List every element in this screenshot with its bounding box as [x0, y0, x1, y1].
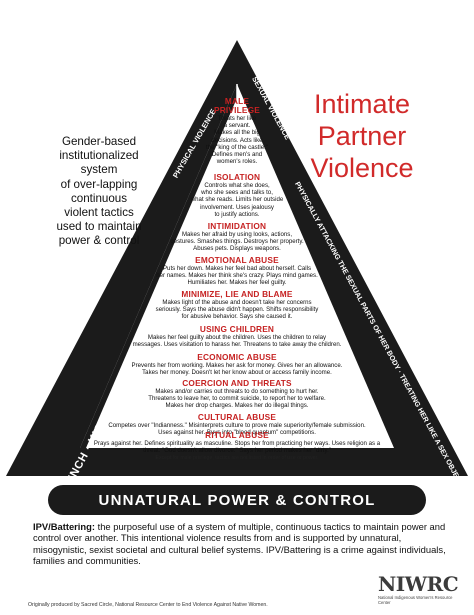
section-title: INTIMIDATION — [207, 221, 267, 231]
section-title: COERCION AND THREATS — [182, 378, 292, 388]
section-line: for abusive behavior. Says she caused it… — [181, 313, 293, 321]
section-line: the "king of the castle." — [206, 143, 268, 151]
section-line: decisions. Acts like — [211, 136, 263, 144]
section-body: Controls what she does, who she sees and… — [0, 182, 474, 218]
section-line: a servant. — [223, 122, 251, 130]
logo-subtitle: National Indigenous Women's Resource Cen… — [378, 595, 453, 605]
section-title: USING CHILDREN — [199, 324, 275, 334]
section-ritual-abuse: RITUAL ABUSE Prays against her. Defines … — [0, 430, 474, 455]
section-cultural-abuse: CULTURAL ABUSE Competes over "Indianness… — [0, 412, 474, 437]
section-line: Competes over "Indianness." Misinterpret… — [108, 422, 366, 429]
section-line: Puts her down. Makes her feel bad about … — [162, 265, 312, 272]
definition-text: the purposeful use of a system of multip… — [33, 521, 446, 567]
section-line: gestures. Smashes things. Destroys her p… — [170, 238, 304, 246]
section-line: Makes her afraid by using looks, actions… — [181, 231, 293, 238]
intro-line: Gender-based — [61, 135, 137, 148]
section-title: MALE — [224, 96, 250, 106]
section-line: Defines men's and — [211, 151, 263, 159]
section-line: involvement. Uses jealousy — [200, 203, 274, 211]
section-line: Makes and/or carries out threats to do s… — [155, 388, 319, 395]
section-line: her names. Makes her think she's crazy. … — [156, 272, 318, 280]
pyramid-inner-stripe-left — [80, 84, 237, 448]
section-intimidation: INTIMIDATION Makes her afraid by using l… — [0, 222, 474, 253]
section-line: to justify actions. — [214, 210, 260, 218]
section-line: Makes all the big — [214, 129, 260, 137]
section-line: Prevents her from working. Makes her ask… — [131, 362, 343, 369]
section-male-privilege: MALE PRIVILEGE Treats her like a servant… — [0, 96, 474, 166]
section-line: Treats her like — [217, 115, 257, 122]
section-body: Prevents her from working. Makes her ask… — [0, 362, 474, 376]
section-line: Humiliates her. Makes her feel guilty. — [187, 279, 287, 287]
footnote: Except for male privilege, tactics are n… — [155, 455, 319, 461]
section-line: what she reads. Limits her outside — [190, 196, 284, 204]
section-body: Makes and/or carries out threats to do s… — [0, 388, 474, 410]
section-body: Competes over "Indianness." Misinterpret… — [0, 422, 474, 436]
section-line: Controls what she does, — [204, 182, 270, 189]
section-title: MINIMIZE, LIE AND BLAME — [181, 289, 293, 299]
section-line: seriously. Says the abuse didn't happen.… — [155, 306, 319, 314]
logo-text: NIWRC — [378, 572, 459, 596]
section-coercion-threats: COERCION AND THREATS Makes and/or carrie… — [0, 379, 474, 410]
section-minimize-lie-blame: MINIMIZE, LIE AND BLAME Makes light of t… — [0, 290, 474, 321]
section-body: Prays against her. Defines spirituality … — [0, 440, 474, 454]
title-line-1: Intimate — [313, 89, 411, 119]
section-line: Makes her feel guilty about the children… — [147, 334, 327, 341]
section-line: threat. "God doesn't allow divorce." Say… — [143, 447, 331, 455]
definition-paragraph: IPV/Battering: the purposeful use of a s… — [33, 521, 448, 567]
section-using-children: USING CHILDREN Makes her feel guilty abo… — [0, 324, 474, 349]
section-body: Makes light of the abuse and doesn't tak… — [0, 299, 474, 321]
section-title: PRIVILEGE — [213, 105, 261, 115]
section-body: Puts her down. Makes her feel bad about … — [0, 265, 474, 287]
section-line: Makes her drop charges. Makes her do ill… — [165, 402, 309, 410]
pyramid-inner-field — [80, 84, 394, 448]
intro-line: institutionalized — [59, 149, 139, 163]
intro-line: continuous — [70, 191, 128, 205]
section-line: Threatens to leave her, to commit suicid… — [148, 395, 326, 403]
section-title: CULTURAL ABUSE — [197, 412, 277, 422]
section-line: Makes light of the abuse and doesn't tak… — [162, 299, 312, 306]
intro-text: Gender-based institutionalized system of… — [34, 135, 164, 249]
section-line: Prays against her. Defines spirituality … — [93, 440, 381, 447]
section-line: messages. Uses visitation to harass her.… — [132, 341, 342, 349]
title-line-2: Partner — [317, 121, 407, 151]
banner-unnatural-power-control: UNNATURAL POWER & CONTROL — [48, 485, 426, 515]
section-title: ECONOMIC ABUSE — [197, 352, 277, 362]
section-line: who she sees and talks to, — [201, 189, 273, 197]
section-line: Abuses pets. Displays weapons. — [193, 245, 281, 253]
section-line: Takes her money. Doesn't let her know ab… — [142, 369, 332, 377]
intro-line: power & control — [58, 234, 140, 248]
credit-line: Originally produced by Sacred Circle, Na… — [28, 602, 268, 608]
section-line: women's roles. — [216, 158, 258, 166]
section-isolation: ISOLATION Controls what she does, who sh… — [0, 173, 474, 218]
definition-term: IPV/Battering: — [33, 521, 95, 532]
section-title: EMOTIONAL ABUSE — [195, 255, 279, 265]
intro-line: used to maintain — [56, 220, 142, 234]
niwrc-logo: NIWRC National Indigenous Women's Resour… — [378, 572, 459, 605]
section-line: Uses against her. Buys into "blood quant… — [158, 429, 316, 437]
section-title: ISOLATION — [213, 172, 261, 182]
intro-line: violent tactics — [64, 206, 134, 220]
section-body: Treats her like a servant. Makes all the… — [0, 115, 474, 165]
section-body: Makes her afraid by using looks, actions… — [0, 231, 474, 253]
section-body: Makes her feel guilty about the children… — [0, 334, 474, 348]
title-line-3: Violence — [310, 153, 414, 183]
section-economic-abuse: ECONOMIC ABUSE Prevents her from working… — [0, 352, 474, 377]
intro-line: system — [80, 163, 118, 177]
section-emotional-abuse: EMOTIONAL ABUSE Puts her down. Makes her… — [0, 256, 474, 287]
section-title: RITUAL ABUSE — [205, 430, 269, 440]
intro-line: of over-lapping — [60, 177, 138, 191]
